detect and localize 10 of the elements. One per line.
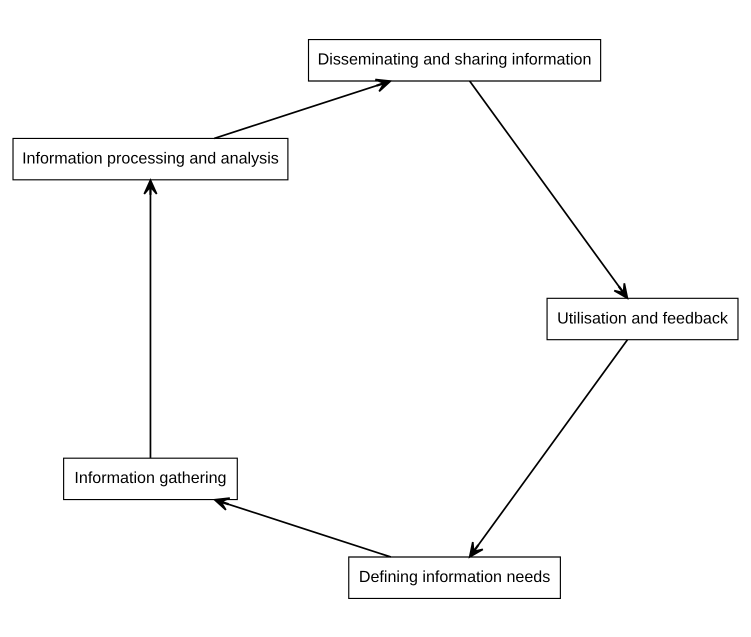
node-box: Utilisation and feedback (546, 297, 739, 340)
arrow (468, 80, 628, 299)
arrow (468, 338, 628, 558)
arrow (214, 496, 392, 558)
arrow (143, 178, 158, 458)
node-box: Defining information needs (348, 556, 561, 598)
node-box: Information processing and analysis (12, 137, 288, 180)
node-box: Information gathering (63, 457, 238, 500)
arrow (214, 78, 392, 139)
node-box: Disseminating and sharing information (308, 38, 602, 82)
